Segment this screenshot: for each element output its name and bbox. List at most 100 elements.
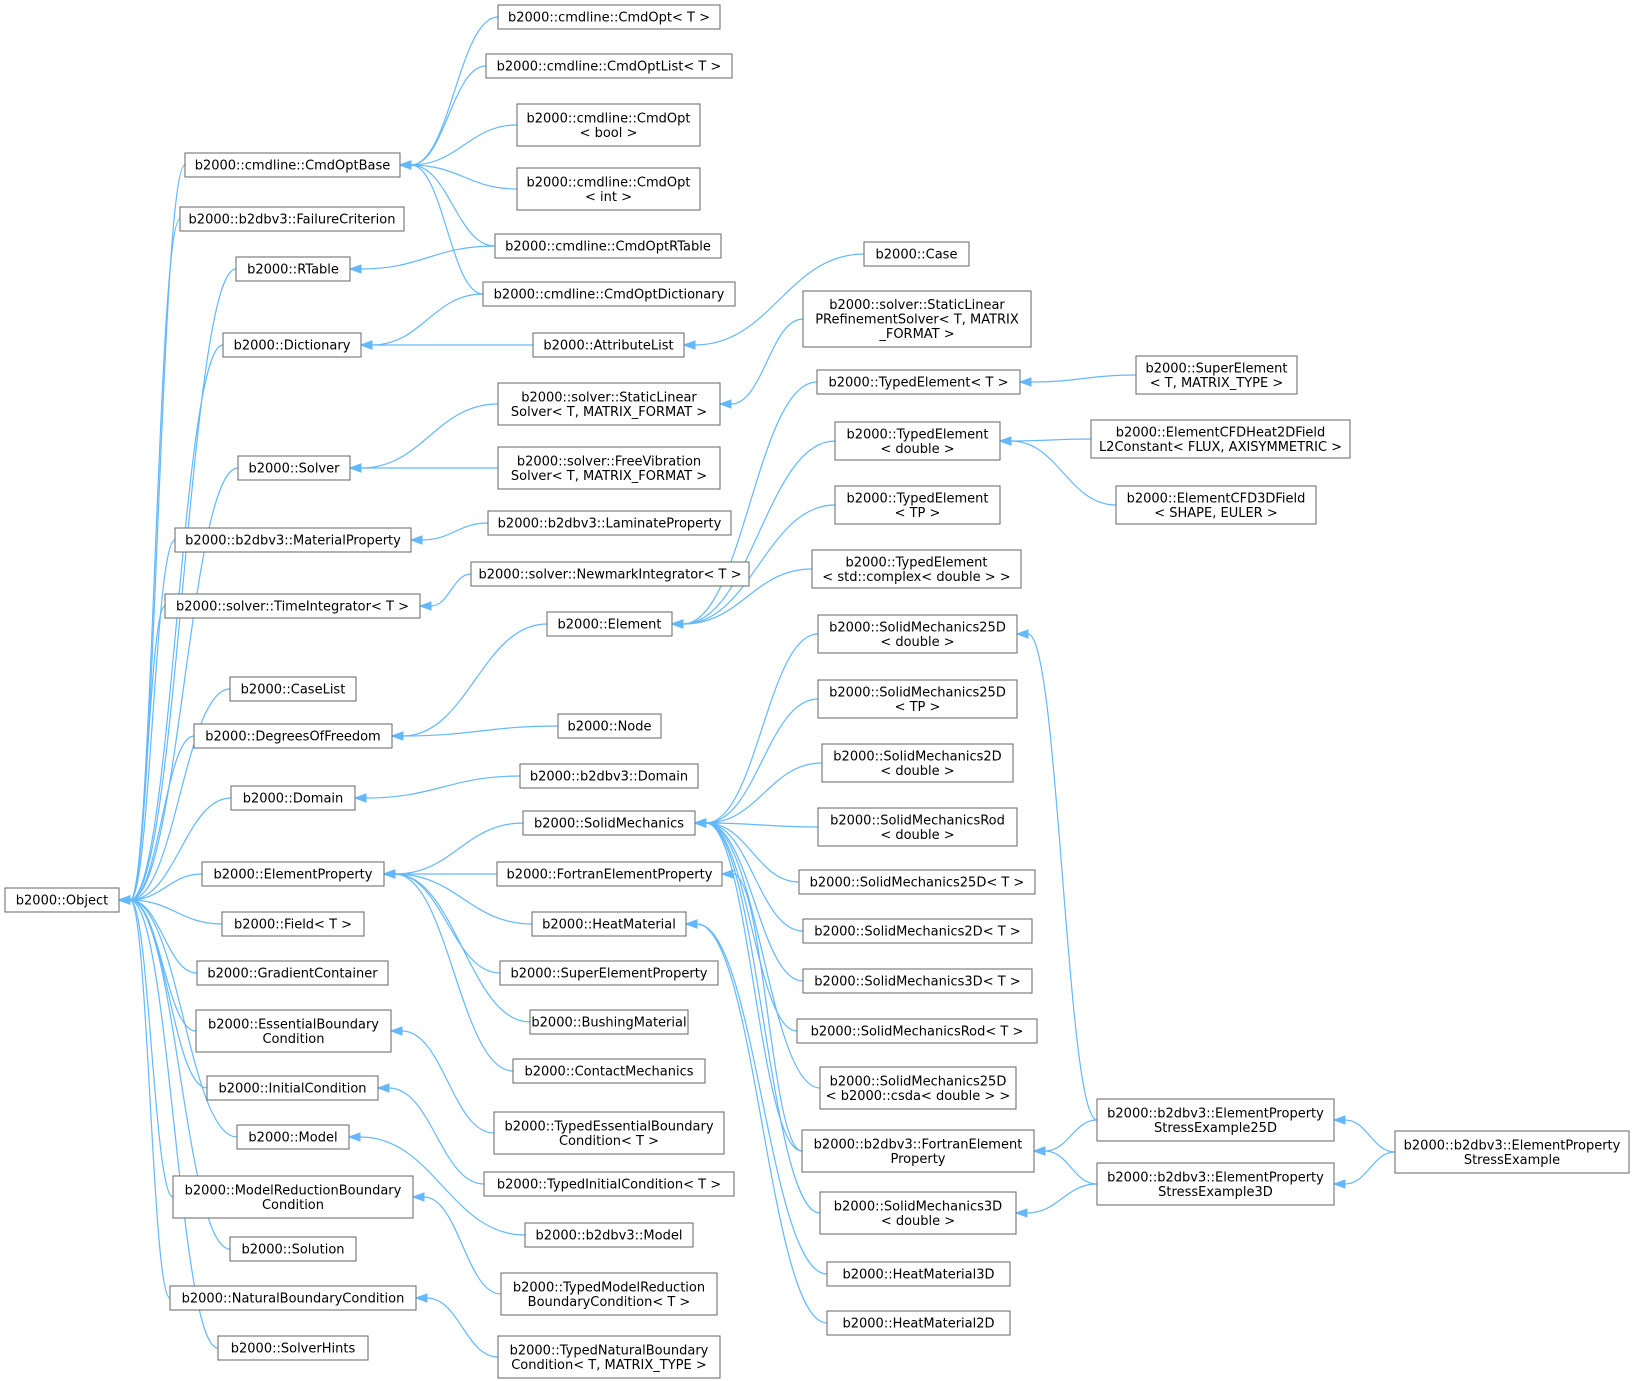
inheritance-edge	[398, 124, 518, 170]
class-node-b2fortranelementproperty[interactable]: b2000::b2dbv3::FortranElementProperty	[801, 1129, 1035, 1173]
class-node-model[interactable]: b2000::Model	[236, 1124, 350, 1150]
class-node-heatmaterial2d[interactable]: b2000::HeatMaterial2D	[826, 1310, 1011, 1336]
class-node-dof[interactable]: b2000::DegreesOfFreedom	[193, 723, 393, 749]
inheritance-edge	[693, 818, 798, 1032]
class-node-sm25d_t[interactable]: b2000::SolidMechanics25D< T >	[798, 869, 1036, 895]
class-node-cmdoptlist_t[interactable]: b2000::cmdline::CmdOptList< T >	[485, 53, 733, 79]
class-box	[483, 1171, 735, 1197]
edge-line	[129, 899, 208, 1089]
edge-line	[371, 293, 484, 346]
class-node-cmdoptrtable[interactable]: b2000::cmdline::CmdOptRTable	[494, 233, 722, 259]
edge-line	[129, 735, 195, 901]
class-node-b2domain[interactable]: b2000::b2dbv3::Domain	[519, 763, 699, 789]
edge-line	[359, 1136, 526, 1236]
class-node-node[interactable]: b2000::Node	[557, 713, 662, 739]
inheritance-edge	[376, 1083, 485, 1185]
class-node-laminateproperty[interactable]: b2000::b2dbv3::LaminateProperty	[487, 510, 732, 536]
class-node-gradientcontainer[interactable]: b2000::GradientContainer	[196, 960, 389, 986]
class-node-epse25d[interactable]: b2000::b2dbv3::ElementPropertyStressExam…	[1096, 1098, 1335, 1142]
class-node-attributelist[interactable]: b2000::AttributeList	[532, 332, 685, 358]
class-label: b2000::SolverHints	[231, 1342, 356, 1357]
class-node-fortranelementproperty[interactable]: b2000::FortranElementProperty	[496, 861, 723, 887]
class-node-superelementproperty[interactable]: b2000::SuperElementProperty	[499, 960, 719, 986]
class-node-sm25d_tp[interactable]: b2000::SolidMechanics25D< TP >	[817, 679, 1018, 719]
class-node-solidmechanics[interactable]: b2000::SolidMechanics	[522, 810, 696, 836]
class-node-typedessentialbc[interactable]: b2000::TypedEssentialBoundaryCondition< …	[493, 1111, 725, 1155]
class-node-smrod_double[interactable]: b2000::SolidMechanicsRod< double >	[817, 807, 1018, 847]
class-label: Solver< T, MATRIX_FORMAT >	[511, 469, 707, 484]
edge-arrowhead	[414, 1293, 428, 1303]
class-node-sm25d_csda[interactable]: b2000::SolidMechanics25D< b2000::csda< d…	[819, 1066, 1017, 1110]
class-box	[494, 233, 722, 259]
class-node-solver[interactable]: b2000::Solver	[237, 455, 351, 481]
edge-line	[365, 775, 521, 799]
class-node-epse[interactable]: b2000::b2dbv3::ElementPropertyStressExam…	[1394, 1130, 1630, 1174]
class-node-sm3d_double[interactable]: b2000::SolidMechanics3D< double >	[819, 1191, 1017, 1235]
class-label: b2000::b2dbv3::ElementProperty	[1107, 1170, 1324, 1185]
class-node-domain[interactable]: b2000::Domain	[230, 785, 356, 811]
class-node-staticlinearpref[interactable]: b2000::solver::StaticLinearPRefinementSo…	[802, 290, 1032, 348]
edge-line	[1344, 1119, 1396, 1153]
class-node-epse3d[interactable]: b2000::b2dbv3::ElementPropertyStressExam…	[1096, 1162, 1335, 1206]
class-node-heatmaterial[interactable]: b2000::HeatMaterial	[531, 911, 687, 937]
class-node-cfd3d[interactable]: b2000::ElementCFD3DField< SHAPE, EULER >	[1115, 485, 1317, 525]
class-node-solution[interactable]: b2000::Solution	[229, 1236, 357, 1262]
class-node-element[interactable]: b2000::Element	[546, 611, 673, 637]
class-node-newmark[interactable]: b2000::solver::NewmarkIntegrator< T >	[470, 561, 750, 587]
inheritance-edge	[1332, 1151, 1396, 1189]
class-label: b2000::ElementProperty	[214, 868, 373, 883]
class-node-solverhints[interactable]: b2000::SolverHints	[217, 1335, 369, 1361]
class-node-bushing[interactable]: b2000::BushingMaterial	[529, 1009, 689, 1035]
class-node-cmdopt_int[interactable]: b2000::cmdline::CmdOpt< int >	[516, 167, 701, 211]
class-node-timeintegrator[interactable]: b2000::solver::TimeIntegrator< T >	[164, 593, 421, 619]
class-node-typedmodelreduction[interactable]: b2000::TypedModelReductionBoundaryCondit…	[500, 1272, 718, 1316]
class-node-dictionary[interactable]: b2000::Dictionary	[222, 332, 362, 358]
edge-line	[1044, 1119, 1098, 1152]
class-node-case[interactable]: b2000::Case	[863, 241, 970, 267]
edge-arrowhead	[117, 895, 131, 905]
class-node-heatmaterial3d[interactable]: b2000::HeatMaterial3D	[826, 1261, 1011, 1287]
class-node-caselist[interactable]: b2000::CaseList	[229, 676, 357, 702]
class-node-sm2d_double[interactable]: b2000::SolidMechanics2D< double >	[821, 743, 1014, 783]
class-node-sm2d_t[interactable]: b2000::SolidMechanics2D< T >	[802, 918, 1033, 944]
class-node-superelement[interactable]: b2000::SuperElement< T, MATRIX_TYPE >	[1135, 355, 1298, 395]
class-node-contactmechanics[interactable]: b2000::ContactMechanics	[512, 1058, 706, 1084]
class-box	[230, 785, 356, 811]
class-node-cmdopt_bool[interactable]: b2000::cmdline::CmdOpt< bool >	[516, 103, 701, 147]
class-node-initialcondition[interactable]: b2000::InitialCondition	[206, 1075, 379, 1101]
edge-arrowhead	[1032, 1146, 1046, 1156]
class-node-cmdoptdictionary[interactable]: b2000::cmdline::CmdOptDictionary	[482, 281, 736, 307]
class-node-typedelement_tp[interactable]: b2000::TypedElement< TP >	[834, 485, 1001, 525]
edge-line	[402, 623, 548, 737]
class-node-cfdheat2d[interactable]: b2000::ElementCFDHeat2DFieldL2Constant< …	[1090, 419, 1351, 459]
edge-line	[360, 245, 496, 270]
class-label: b2000::cmdline::CmdOpt	[527, 111, 691, 126]
class-box	[497, 1335, 721, 1379]
class-node-b2model[interactable]: b2000::b2dbv3::Model	[524, 1222, 694, 1248]
class-node-typedinitialcondition[interactable]: b2000::TypedInitialCondition< T >	[483, 1171, 735, 1197]
class-node-sm25d_double[interactable]: b2000::SolidMechanics25D< double >	[817, 614, 1018, 654]
class-node-cmdopt_t[interactable]: b2000::cmdline::CmdOpt< T >	[497, 4, 721, 30]
class-node-naturalbc[interactable]: b2000::NaturalBoundaryCondition	[169, 1285, 417, 1311]
class-node-materialproperty[interactable]: b2000::b2dbv3::MaterialProperty	[174, 527, 412, 553]
class-node-cmdoptbase[interactable]: b2000::cmdline::CmdOptBase	[184, 152, 401, 178]
class-node-failurecriterion[interactable]: b2000::b2dbv3::FailureCriterion	[179, 206, 405, 232]
class-label: b2000::TypedElement	[846, 491, 988, 506]
inheritance-edge	[117, 218, 181, 905]
class-node-typedelement_t[interactable]: b2000::TypedElement< T >	[816, 369, 1021, 395]
edge-line	[394, 822, 524, 875]
class-node-rtable[interactable]: b2000::RTable	[235, 256, 351, 282]
class-node-smrod_t[interactable]: b2000::SolidMechanicsRod< T >	[796, 1018, 1038, 1044]
class-node-field[interactable]: b2000::Field< T >	[221, 911, 365, 937]
class-node-typedelement_complex[interactable]: b2000::TypedElement< std::complex< doubl…	[811, 549, 1022, 589]
class-node-sm3d_t[interactable]: b2000::SolidMechanics3D< T >	[802, 968, 1033, 994]
class-node-object[interactable]: b2000::Object	[4, 887, 120, 913]
class-label: b2000::AttributeList	[543, 339, 673, 354]
class-node-elementproperty[interactable]: b2000::ElementProperty	[201, 861, 385, 887]
class-node-typedelement_double[interactable]: b2000::TypedElement< double >	[834, 421, 1001, 461]
